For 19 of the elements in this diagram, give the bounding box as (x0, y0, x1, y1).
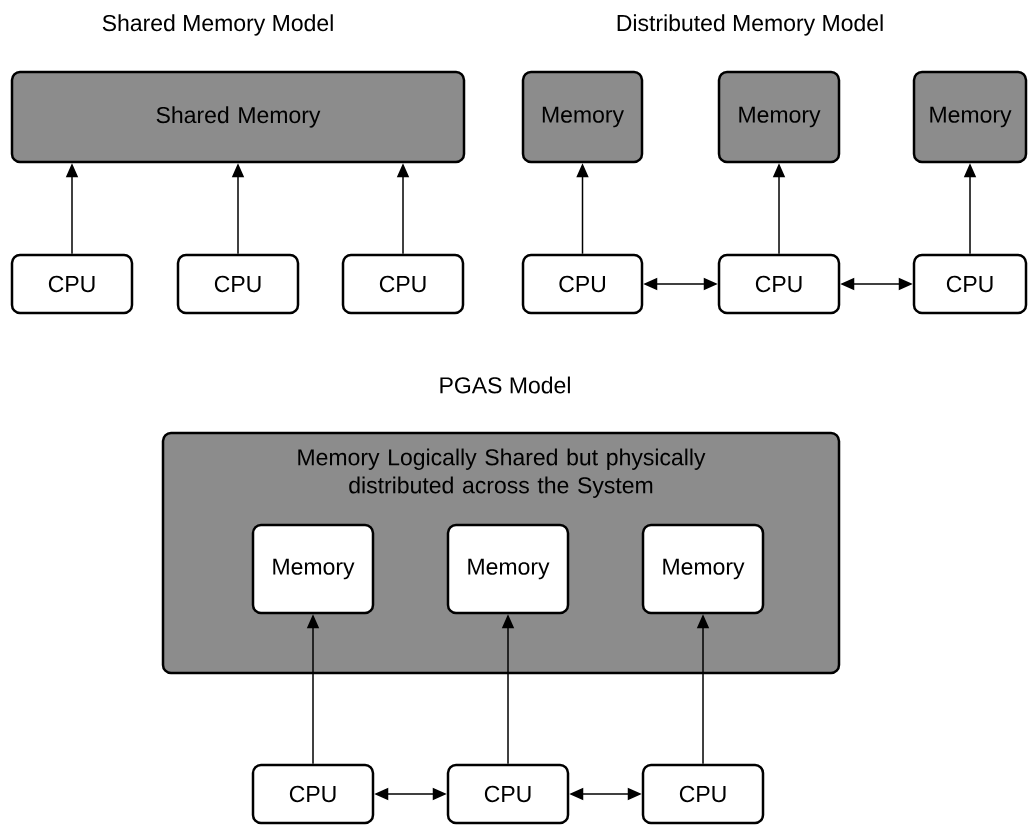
process-box: CPU (912, 253, 1028, 315)
heading: Shared Memory Model (102, 14, 333, 36)
process-box: CPU (641, 763, 765, 825)
heading: PGAS Model (440, 376, 570, 394)
process-box: CPU (717, 253, 841, 315)
process-box: Memory (251, 523, 375, 615)
process-box: CPU (446, 763, 570, 825)
process-box: Memory (521, 70, 644, 164)
process-box: CPU (521, 253, 644, 315)
process-box: Memory (717, 70, 841, 164)
process-box: CPU (341, 253, 465, 315)
process-box: Memory (446, 523, 570, 615)
process-box: CPU (10, 253, 134, 315)
process-box: Memory (641, 523, 765, 615)
process-box: Memory (912, 70, 1028, 164)
heading: Distributed Memory Model (617, 14, 883, 36)
process-box: CPU (176, 253, 300, 315)
process-box: Shared Memory (10, 70, 466, 164)
process-box: CPU (251, 763, 375, 825)
